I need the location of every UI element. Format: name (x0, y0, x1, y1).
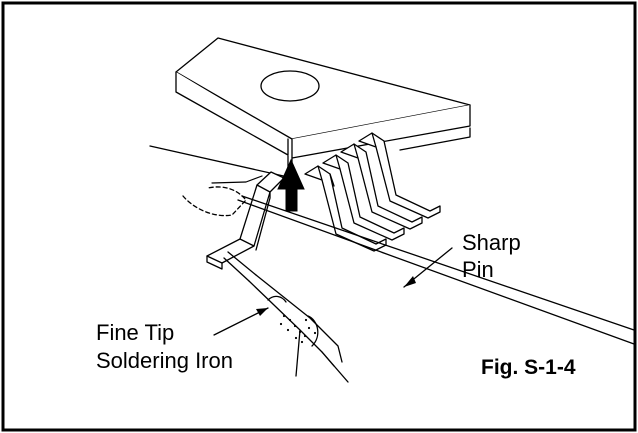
soldering-iron (223, 251, 349, 383)
ic-lead (304, 165, 387, 252)
pin1-marker (260, 70, 320, 102)
sharp-pin-arrowhead (404, 276, 416, 287)
ic-package (149, 37, 471, 178)
sharp-pin (237, 195, 635, 345)
iron-arrowhead (256, 308, 268, 316)
iron-grip-texture (279, 314, 317, 344)
soldering-iron-label-line2: Soldering Iron (96, 348, 233, 373)
ic-lead (340, 143, 423, 230)
lead-original-position (182, 186, 247, 217)
sharp-pin-label-line1: Sharp (462, 230, 521, 255)
soldering-iron-label-line1: Fine Tip (96, 320, 175, 345)
ic-lead-row (304, 132, 441, 252)
ic-lead (358, 132, 441, 219)
sharp-pin-label-line2: Pin (462, 257, 494, 282)
figure-caption: Fig. S-1-4 (481, 356, 576, 379)
up-arrow-icon (277, 158, 305, 212)
ic-lead (322, 154, 405, 241)
